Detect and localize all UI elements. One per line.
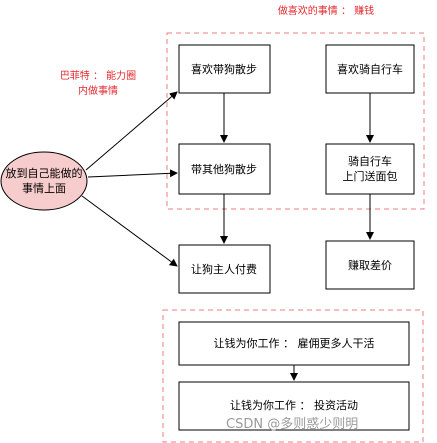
arrow-center-to-owner-pays	[81, 195, 178, 267]
node-walk-others-dog-box	[178, 143, 271, 195]
node-bike-label: 喜欢骑自行车	[337, 62, 403, 76]
node-bike-bread-label-line1: 骑自行车	[348, 154, 392, 168]
center-ellipse	[0, 151, 88, 211]
node-bike-box	[325, 44, 415, 94]
node-money-hire-label: 让钱为你工作 ： 雇佣更多人干活	[214, 336, 375, 350]
node-earn-diff-box	[325, 240, 415, 290]
center-label-line1: 放到自己能做的	[6, 166, 83, 180]
node-money-invest-box	[178, 381, 410, 431]
center-label-line2: 事情上面	[22, 182, 66, 195]
node-earn-diff-label: 赚取差价	[348, 258, 392, 272]
node-owner-pays-label: 让狗主人付费	[191, 263, 257, 276]
arrow-center-to-walk-others-dog	[87, 169, 178, 178]
buffett-note-line2: 内做事情	[78, 84, 118, 97]
top-title: 做喜欢的事情 ： 赚钱	[278, 4, 374, 17]
node-walk-others-dog-label: 带其他狗散步	[191, 162, 257, 176]
buffett-note-line1: 巴菲特 ： 能力圈	[60, 69, 136, 82]
node-money-hire-box	[178, 321, 410, 366]
money-work-group-box	[162, 309, 424, 443]
node-bike-bread-label-line2: 上门送面包	[343, 169, 398, 183]
node-bike-bread-box	[325, 143, 415, 195]
csdn-watermark: CSDN @多则惑少则明	[226, 416, 358, 432]
hobby-group-box	[166, 32, 425, 210]
node-walk-dog-label: 喜欢带狗散步	[191, 62, 257, 76]
node-money-invest-label: 让钱为你工作 ： 投资活动	[230, 398, 358, 412]
node-walk-dog-box	[178, 44, 271, 94]
node-owner-pays-box	[178, 244, 271, 294]
arrow-center-to-walk-dog	[85, 91, 178, 171]
